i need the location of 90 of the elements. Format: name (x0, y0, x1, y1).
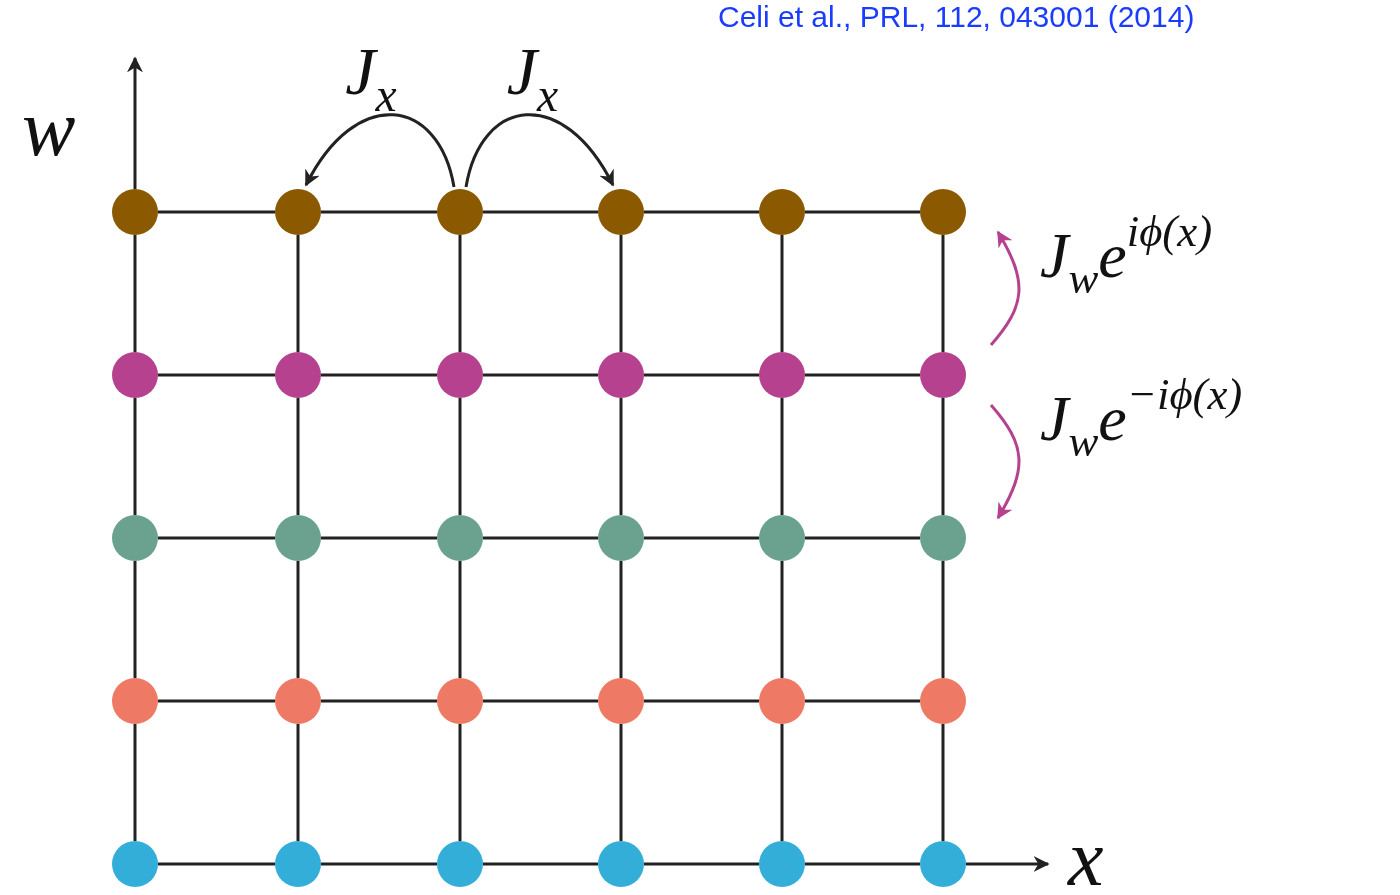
lattice-site (275, 352, 321, 398)
lattice-site (920, 515, 966, 561)
lattice-site (275, 189, 321, 235)
lattice-site (112, 515, 158, 561)
lattice-site (112, 352, 158, 398)
lattice-bond (644, 210, 759, 214)
lattice-bond (805, 373, 920, 377)
lattice-site (437, 678, 483, 724)
lattice-bond (483, 210, 598, 214)
lattice-site (920, 352, 966, 398)
lattice-bond (619, 561, 623, 678)
lattice-bond (321, 699, 437, 703)
hopping-arrow (989, 230, 1021, 346)
axis-label: w (22, 88, 76, 168)
lattice-bond (158, 536, 275, 540)
lattice-site (759, 352, 805, 398)
lattice-bond (941, 398, 945, 515)
lattice-site (598, 352, 644, 398)
lattice-bond (805, 699, 920, 703)
lattice-site (437, 189, 483, 235)
lattice-site (437, 352, 483, 398)
hopping-arrow (304, 113, 456, 188)
lattice-bond (158, 862, 275, 866)
hopping-arrow (464, 113, 615, 188)
axis-label: x (1068, 818, 1104, 895)
edge-label: J$_{w}$e$^{iϕ(x)}$ (1040, 208, 1213, 301)
lattice-bond (619, 398, 623, 515)
lattice-bond (483, 536, 598, 540)
lattice-bond (805, 210, 920, 214)
lattice-bond (158, 373, 275, 377)
lattice-site (275, 515, 321, 561)
hopping-arrow (989, 404, 1021, 520)
lattice-bond (483, 373, 598, 377)
lattice-bond (780, 724, 784, 841)
lattice-bond (780, 398, 784, 515)
lattice-bond (483, 699, 598, 703)
lattice-bond (133, 724, 137, 841)
lattice-site (920, 678, 966, 724)
edge-label: J$_{x}$ (506, 37, 559, 120)
lattice-bond (780, 561, 784, 678)
lattice-bond (941, 561, 945, 678)
lattice-bond (133, 561, 137, 678)
lattice-bond (644, 699, 759, 703)
lattice-bond (780, 235, 784, 352)
lattice-bond (321, 373, 437, 377)
lattice-bond (133, 398, 137, 515)
lattice-site (437, 841, 483, 887)
lattice-bond (805, 536, 920, 540)
citation: Celi et al., PRL, 112, 043001 (2014) (718, 0, 1195, 34)
lattice-bond (296, 235, 300, 352)
lattice-bond (296, 398, 300, 515)
lattice-bond (644, 373, 759, 377)
lattice-bond (941, 235, 945, 352)
lattice-bond (158, 699, 275, 703)
lattice-bond (458, 561, 462, 678)
lattice-bond (321, 536, 437, 540)
lattice-site (759, 678, 805, 724)
lattice-bond (458, 398, 462, 515)
lattice-bond (133, 235, 137, 352)
lattice-site (112, 678, 158, 724)
lattice-bond (941, 724, 945, 841)
lattice-bond (483, 862, 598, 866)
lattice-site (275, 678, 321, 724)
lattice-site (437, 515, 483, 561)
edge-label: J$_{w}$e$^{−iϕ(x)}$ (1040, 371, 1243, 464)
lattice-site (275, 841, 321, 887)
lattice-bond (619, 235, 623, 352)
lattice-site (112, 189, 158, 235)
lattice-site (920, 841, 966, 887)
lattice-bond (296, 724, 300, 841)
lattice-bond (644, 536, 759, 540)
lattice-bond (321, 862, 437, 866)
lattice-site (112, 841, 158, 887)
lattice-site (759, 189, 805, 235)
lattice-bond (458, 724, 462, 841)
lattice-bond (644, 862, 759, 866)
lattice-site (598, 678, 644, 724)
lattice-site (920, 189, 966, 235)
edge-label: J$_{x}$ (345, 37, 397, 120)
lattice-bond (158, 210, 275, 214)
lattice-bond (805, 862, 920, 866)
lattice-site (598, 189, 644, 235)
lattice-site (598, 841, 644, 887)
lattice-site (759, 515, 805, 561)
lattice-bond (458, 235, 462, 352)
lattice-site (598, 515, 644, 561)
lattice-site (759, 841, 805, 887)
lattice-bond (619, 724, 623, 841)
lattice-bond (296, 561, 300, 678)
lattice-bond (321, 210, 437, 214)
